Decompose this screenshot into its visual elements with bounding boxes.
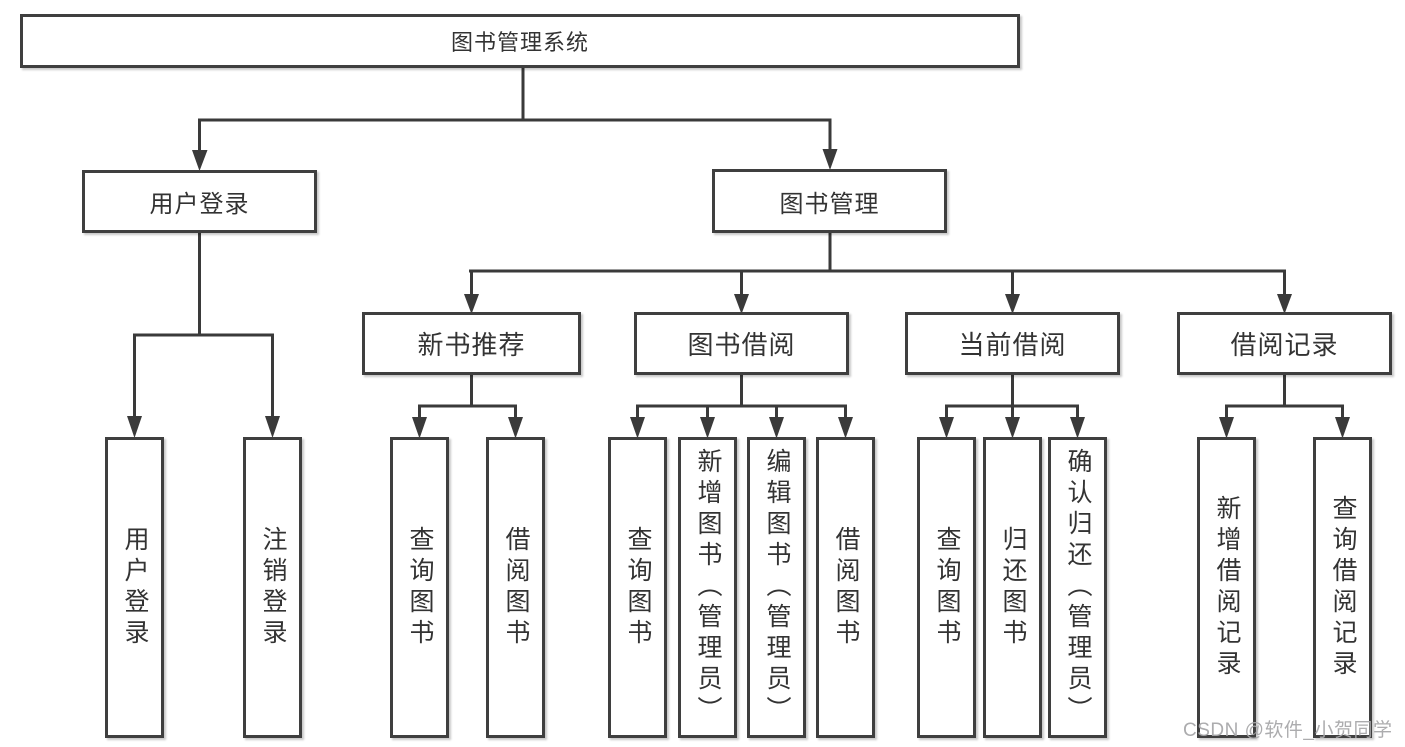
connector-user-login — [127, 232, 280, 438]
node-book-borrow: 图书借阅 — [634, 312, 849, 375]
connector-book-borrow — [630, 374, 853, 439]
leaf-logout: 注销登录 — [243, 437, 302, 738]
arrowhead-down-icon — [265, 416, 280, 438]
node-root-label: 图书管理系统 — [450, 30, 589, 55]
node-book-borrow-label: 图书借阅 — [687, 330, 796, 360]
node-current-borrow-label: 当前借阅 — [958, 330, 1067, 360]
leaf-edit-book-admin: 编辑图书（管理员） — [747, 437, 806, 738]
node-user-login-label: 用户登录 — [149, 191, 250, 218]
arrowhead-down-icon — [822, 149, 838, 170]
leaf-label: 归还图书 — [999, 525, 1027, 650]
leaf-confirm-return-admin: 确认归还（管理员） — [1048, 437, 1107, 738]
node-borrow-records: 借阅记录 — [1177, 312, 1392, 375]
leaf-label: 用户登录 — [121, 525, 149, 650]
leaf-query-book-current: 查询图书 — [917, 437, 976, 738]
connector-new-book-recommend — [412, 374, 523, 439]
node-new-book-recommend-label: 新书推荐 — [417, 330, 526, 360]
leaf-add-borrow-record: 新增借阅记录 — [1197, 437, 1256, 738]
arrowhead-down-icon — [412, 417, 427, 439]
leaf-label: 查询图书 — [933, 525, 961, 650]
node-new-book-recommend: 新书推荐 — [362, 312, 581, 375]
connector-book-mgmt — [464, 233, 1292, 314]
arrowhead-down-icon — [1070, 417, 1085, 439]
node-borrow-records-label: 借阅记录 — [1230, 330, 1339, 360]
leaf-borrow-book-recommend: 借阅图书 — [486, 437, 545, 738]
leaf-add-book-admin: 新增图书（管理员） — [678, 437, 737, 738]
leaf-label: 编辑图书（管理员） — [763, 448, 791, 727]
connector-current-borrow — [939, 374, 1085, 439]
arrowhead-down-icon — [1335, 417, 1350, 439]
leaf-label: 确认归还（管理员） — [1064, 448, 1092, 727]
leaf-label: 借阅图书 — [502, 525, 530, 650]
leaf-borrow-book: 借阅图书 — [816, 437, 875, 738]
arrowhead-down-icon — [127, 416, 142, 438]
arrowhead-down-icon — [1219, 417, 1234, 439]
leaf-label: 新增图书（管理员） — [694, 448, 722, 727]
leaf-label: 查询图书 — [406, 525, 434, 650]
arrowhead-down-icon — [700, 417, 715, 439]
csdn-watermark: CSDN @软件_小贺同学 — [1183, 720, 1393, 741]
leaf-label: 注销登录 — [259, 525, 287, 650]
arrowhead-down-icon — [838, 417, 853, 439]
node-book-management: 图书管理 — [712, 169, 947, 233]
leaf-label: 查询图书 — [624, 525, 652, 650]
arrowhead-down-icon — [1005, 294, 1020, 314]
arrowhead-down-icon — [630, 417, 645, 439]
leaf-query-book-recommend: 查询图书 — [390, 437, 449, 738]
arrowhead-down-icon — [939, 417, 954, 439]
leaf-query-book-borrow: 查询图书 — [608, 437, 667, 738]
node-book-management-label: 图书管理 — [779, 190, 880, 218]
leaf-query-borrow-record: 查询借阅记录 — [1313, 437, 1372, 738]
connector-root — [192, 67, 838, 171]
leaf-label: 借阅图书 — [832, 525, 860, 650]
arrowhead-down-icon — [1277, 294, 1292, 314]
leaf-user-login: 用户登录 — [105, 437, 164, 738]
leaf-label: 查询借阅记录 — [1329, 494, 1357, 681]
arrowhead-down-icon — [464, 294, 479, 314]
connector-borrow-records — [1219, 374, 1350, 439]
node-root-system: 图书管理系统 — [20, 14, 1020, 68]
node-user-login: 用户登录 — [82, 170, 317, 233]
leaf-label: 新增借阅记录 — [1213, 494, 1241, 681]
node-current-borrow: 当前借阅 — [905, 312, 1120, 375]
leaf-return-book: 归还图书 — [983, 437, 1042, 738]
arrowhead-down-icon — [769, 417, 784, 439]
arrowhead-down-icon — [508, 417, 523, 439]
arrowhead-down-icon — [734, 294, 749, 314]
arrowhead-down-icon — [1005, 417, 1020, 439]
arrowhead-down-icon — [192, 150, 208, 171]
